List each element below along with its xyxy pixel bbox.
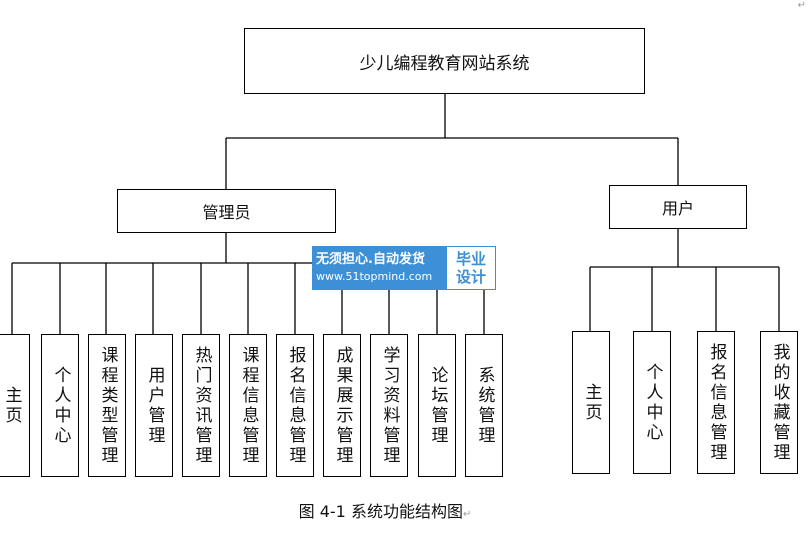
admin-leaf-course-type: 课程类型管理 xyxy=(88,334,126,477)
user-leaf-home: 主页 xyxy=(572,331,610,474)
admin-leaf-label: 个人中心 xyxy=(50,365,71,446)
admin-node-label: 管理员 xyxy=(202,203,251,222)
admin-leaf-label: 系统管理 xyxy=(474,365,495,446)
watermark-line1: 无须担心.自动发货 xyxy=(316,252,425,267)
paragraph-mark-icon: ↵ xyxy=(797,0,806,11)
admin-leaf-label: 热门资讯管理 xyxy=(191,345,212,466)
admin-leaf-user-mgmt: 用户管理 xyxy=(135,334,173,477)
admin-leaf-course-info: 课程信息管理 xyxy=(229,334,267,477)
user-leaf-label: 个人中心 xyxy=(642,362,663,443)
user-leaf-favorites: 我的收藏管理 xyxy=(760,331,798,474)
watermark-banner: 无须担心.自动发货 www.51topmind.com 毕业 设计 xyxy=(312,246,496,290)
admin-leaf-hot-news: 热门资讯管理 xyxy=(182,334,220,477)
user-leaf-label: 报名信息管理 xyxy=(706,342,727,463)
admin-leaf-label: 课程信息管理 xyxy=(238,345,259,466)
admin-leaf-label: 学习资料管理 xyxy=(379,345,400,466)
admin-leaf-label: 用户管理 xyxy=(144,365,165,446)
watermark-badge-top: 毕业 xyxy=(455,250,486,268)
watermark-line2: www.51topmind.com xyxy=(316,270,433,283)
admin-node: 管理员 xyxy=(117,189,336,233)
admin-leaf-label: 主页 xyxy=(1,385,22,426)
user-leaf-enrollment: 报名信息管理 xyxy=(697,331,735,474)
paragraph-mark-icon: ↵ xyxy=(462,509,472,520)
user-leaf-label: 我的收藏管理 xyxy=(769,342,790,463)
user-leaf-label: 主页 xyxy=(581,382,602,423)
admin-leaf-enrollment: 报名信息管理 xyxy=(276,334,314,477)
admin-leaf-label: 成果展示管理 xyxy=(332,345,353,466)
admin-leaf-label: 课程类型管理 xyxy=(97,345,118,466)
root-node-label: 少儿编程教育网站系统 xyxy=(359,53,530,74)
root-node: 少儿编程教育网站系统 xyxy=(244,28,645,94)
watermark-badge-bottom: 设计 xyxy=(455,268,486,286)
admin-leaf-label: 报名信息管理 xyxy=(285,345,306,466)
admin-leaf-study-material: 学习资料管理 xyxy=(370,334,408,477)
watermark-badge: 毕业 设计 xyxy=(446,246,496,290)
figure-caption: 图 4-1 系统功能结构图↵ xyxy=(0,498,770,522)
user-node-label: 用户 xyxy=(661,199,694,218)
admin-leaf-personal-center: 个人中心 xyxy=(41,334,79,477)
figure-caption-text: 图 4-1 系统功能结构图 xyxy=(298,502,463,521)
user-node: 用户 xyxy=(609,185,747,229)
admin-leaf-system: 系统管理 xyxy=(465,334,503,477)
admin-leaf-achievement: 成果展示管理 xyxy=(323,334,361,477)
admin-leaf-home: 主页 xyxy=(0,334,30,477)
watermark-text-block: 无须担心.自动发货 www.51topmind.com xyxy=(312,246,446,290)
user-leaf-personal-center: 个人中心 xyxy=(633,331,671,474)
admin-leaf-label: 论坛管理 xyxy=(427,365,448,446)
admin-leaf-forum: 论坛管理 xyxy=(418,334,456,477)
